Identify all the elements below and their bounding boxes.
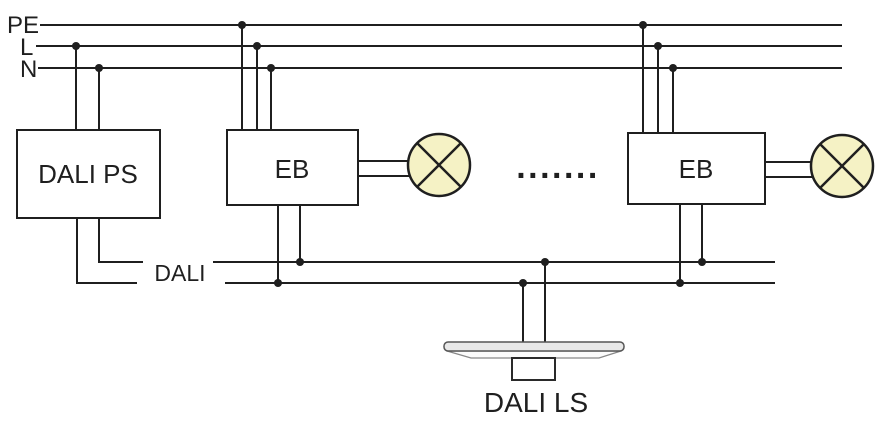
ps-bus-wire-lower	[76, 218, 137, 284]
l-label: L	[20, 34, 33, 61]
junction-dot	[654, 42, 662, 50]
light-sensor-head	[511, 357, 556, 381]
more-devices-ellipsis: .......	[516, 148, 600, 186]
light-sensor-base	[443, 341, 625, 352]
eb1-box	[226, 129, 359, 206]
eb2-box	[627, 132, 766, 205]
junction-dot	[541, 258, 549, 266]
junction-dot	[274, 279, 282, 287]
electronic-ballast-1: EB	[226, 25, 409, 283]
lamp-2-cross	[819, 143, 865, 189]
electronic-ballast-2: EB	[627, 25, 812, 283]
dali-power-supply: DALI PS	[16, 46, 161, 284]
lamp-1-cross	[416, 142, 462, 188]
junction-dot	[676, 279, 684, 287]
lamp-1-icon	[406, 132, 472, 198]
dali-bus-label: DALI	[154, 260, 205, 286]
dali-light-sensor: DALI LS	[443, 262, 625, 418]
junction-dot	[519, 279, 527, 287]
light-sensor-skirt	[446, 350, 622, 359]
eb1-label: EB	[275, 154, 310, 184]
junction-dot	[639, 21, 647, 29]
ps-bus-wire-upper	[98, 218, 143, 263]
pe-label: PE	[7, 12, 39, 39]
junction-dot	[267, 64, 275, 72]
junction-dot	[296, 258, 304, 266]
junction-dot	[72, 42, 80, 50]
dali-ps-label: DALI PS	[38, 159, 138, 189]
dali-ls-label: DALI LS	[484, 387, 588, 418]
dali-ps-box	[16, 129, 161, 219]
n-label: N	[20, 56, 37, 83]
eb2-label: EB	[679, 154, 714, 184]
junction-dot	[238, 21, 246, 29]
lamp-2-icon	[809, 133, 875, 199]
mains-lines	[36, 24, 842, 69]
junction-dot	[669, 64, 677, 72]
junction-dot	[253, 42, 261, 50]
junction-dot	[698, 258, 706, 266]
junction-dot	[95, 64, 103, 72]
junction-dots	[72, 21, 706, 287]
